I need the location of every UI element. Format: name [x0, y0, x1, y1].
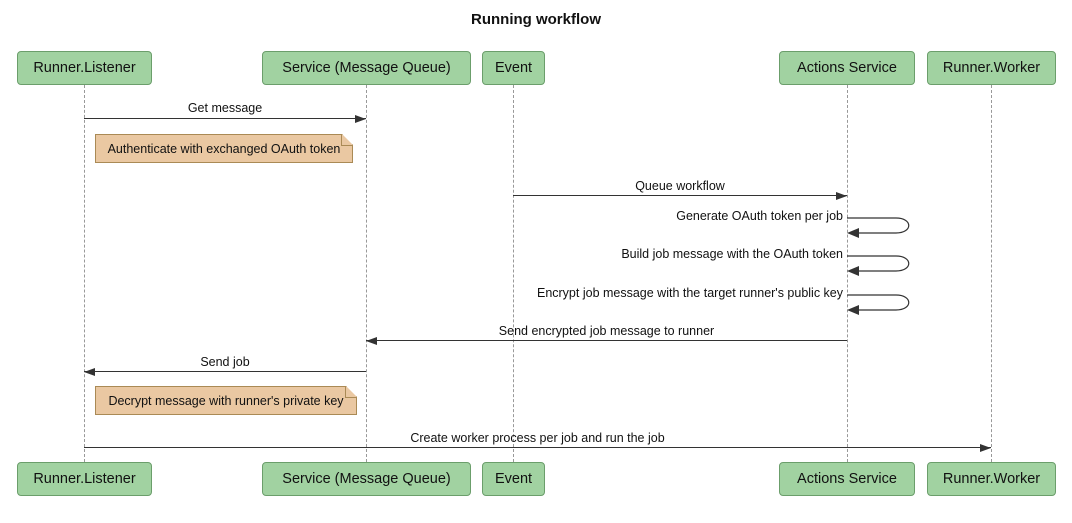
lifeline-runner-listener — [84, 85, 85, 462]
message-label: Create worker process per job and run th… — [410, 431, 665, 445]
participant-actions-service-top: Actions Service — [779, 51, 915, 85]
participant-runner-listener-top: Runner.Listener — [17, 51, 152, 85]
message-label: Send job — [200, 355, 250, 369]
note-fold — [345, 387, 356, 398]
message-label: Send encrypted job message to runner — [498, 324, 715, 338]
participant-runner-worker-bottom: Runner.Worker — [927, 462, 1056, 496]
lifeline-service-message-queue — [366, 85, 367, 462]
diagram-title: Running workflow — [471, 11, 601, 28]
message-arrow — [84, 115, 366, 123]
message-label: Build job message with the OAuth token — [621, 247, 843, 261]
message-arrow — [84, 368, 366, 376]
note-text: Decrypt message with runner's private ke… — [108, 393, 344, 408]
lifeline-event — [513, 85, 514, 462]
self-message-arrow — [847, 255, 910, 276]
note-text: Authenticate with exchanged OAuth token — [107, 141, 341, 156]
message-label: Queue workflow — [635, 179, 725, 193]
lifeline-runner-worker — [991, 85, 992, 462]
participant-runner-listener-bottom: Runner.Listener — [17, 462, 152, 496]
message-label: Generate OAuth token per job — [676, 209, 843, 223]
note-authenticate: Authenticate with exchanged OAuth token — [95, 134, 353, 163]
participant-service-message-queue-top: Service (Message Queue) — [262, 51, 471, 85]
message-arrow — [513, 192, 847, 200]
message-arrow — [84, 444, 991, 452]
participant-event-bottom: Event — [482, 462, 545, 496]
self-message-arrow — [847, 294, 910, 315]
note-decrypt: Decrypt message with runner's private ke… — [95, 386, 357, 415]
participant-event-top: Event — [482, 51, 545, 85]
participant-runner-worker-top: Runner.Worker — [927, 51, 1056, 85]
participant-actions-service-bottom: Actions Service — [779, 462, 915, 496]
message-arrow — [366, 337, 847, 345]
lifeline-actions-service — [847, 85, 848, 462]
message-label: Encrypt job message with the target runn… — [536, 286, 843, 300]
participant-service-message-queue-bottom: Service (Message Queue) — [262, 462, 471, 496]
message-label: Get message — [187, 101, 263, 115]
self-message-arrow — [847, 217, 910, 238]
note-fold — [341, 135, 352, 146]
